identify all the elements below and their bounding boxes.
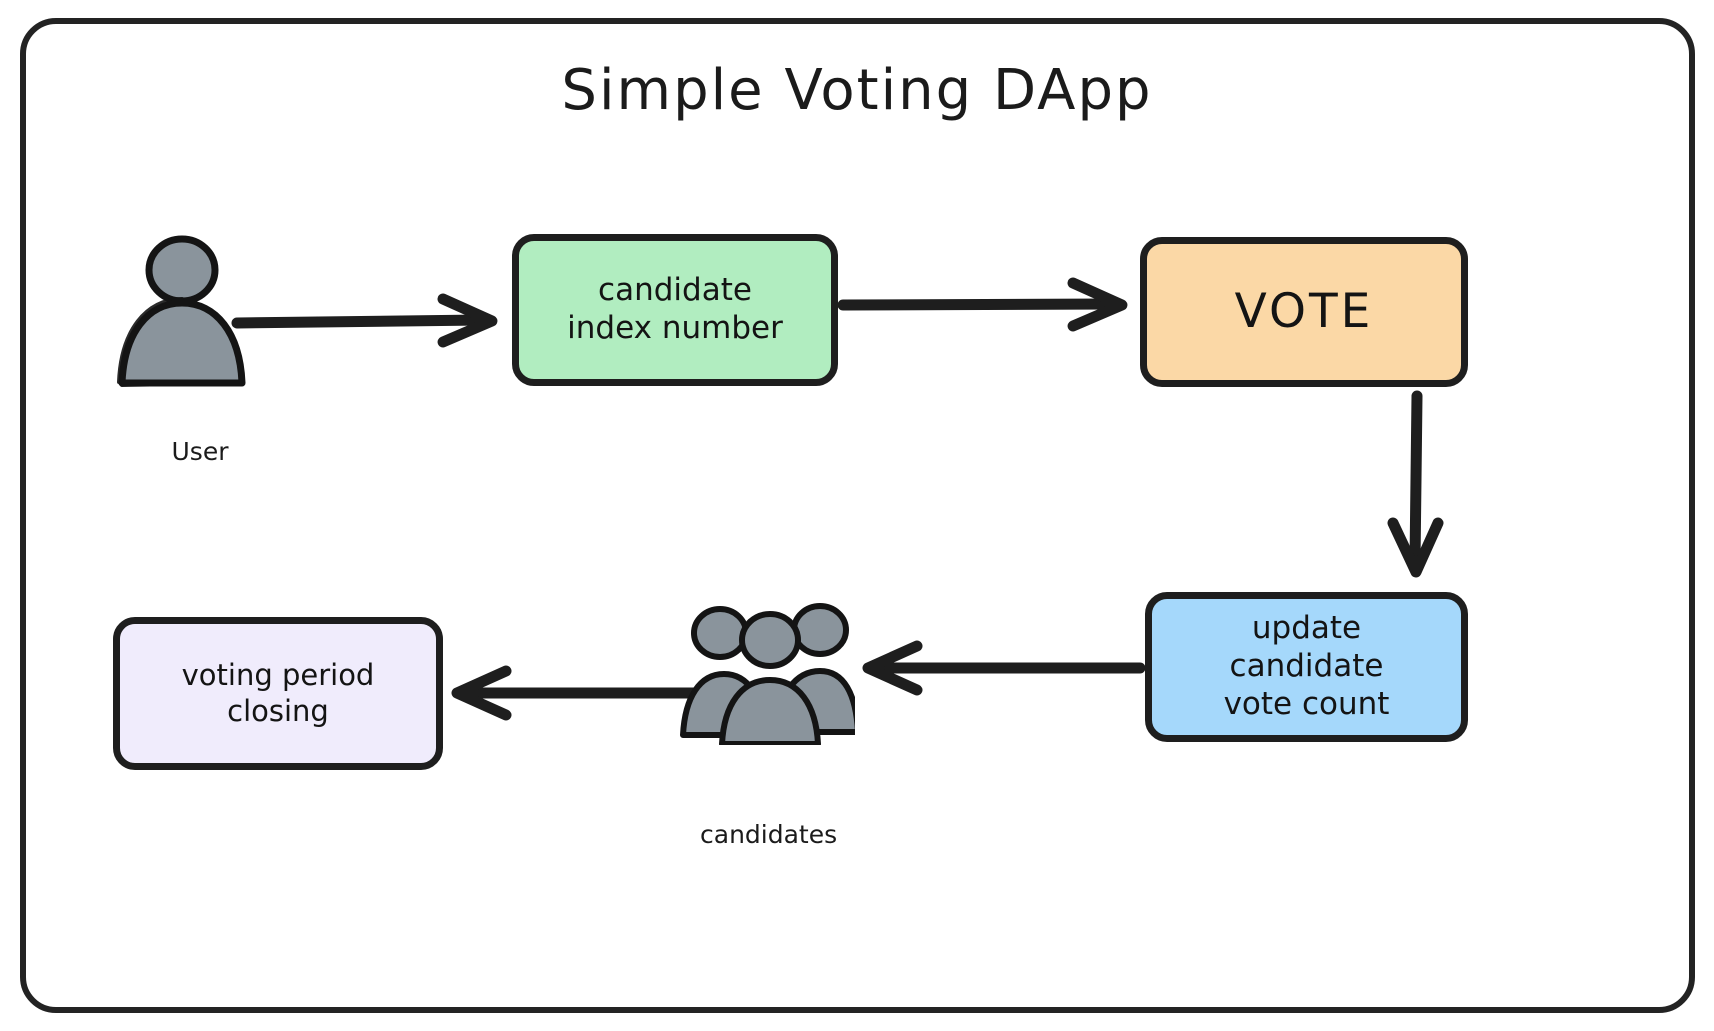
node-voting-closing-line2: closing [227, 693, 329, 728]
group-of-people-icon [680, 603, 861, 748]
node-voting-closing-line1: voting period [181, 658, 375, 693]
node-candidate-index-number-text: candidate index number [547, 272, 803, 348]
node-update-count-text: update candidate vote count [1152, 610, 1461, 723]
user-figure [110, 225, 290, 390]
node-vote-text: VOTE [1215, 283, 1394, 340]
node-vote-line1: VOTE [1234, 284, 1374, 340]
node-candidate-index-line2: index number [567, 310, 783, 346]
node-voting-closing-text: voting period closing [162, 658, 395, 729]
page-title: Simple Voting DApp [561, 58, 1153, 123]
diagram-outer-frame [20, 18, 1695, 1013]
node-vote[interactable]: VOTE [1140, 237, 1468, 387]
candidates-label: candidates [700, 820, 838, 849]
node-update-count-line2: vote count [1223, 685, 1390, 722]
candidates-figure [680, 600, 861, 748]
single-person-icon [117, 235, 246, 387]
node-candidate-index-number[interactable]: candidate index number [512, 234, 838, 386]
node-voting-period-closing[interactable]: voting period closing [113, 617, 443, 770]
user-label: User [171, 437, 229, 466]
node-candidate-index-line1: candidate [598, 272, 752, 309]
node-update-candidate-vote-count[interactable]: update candidate vote count [1145, 592, 1468, 742]
node-update-count-line1: update candidate [1229, 610, 1384, 685]
